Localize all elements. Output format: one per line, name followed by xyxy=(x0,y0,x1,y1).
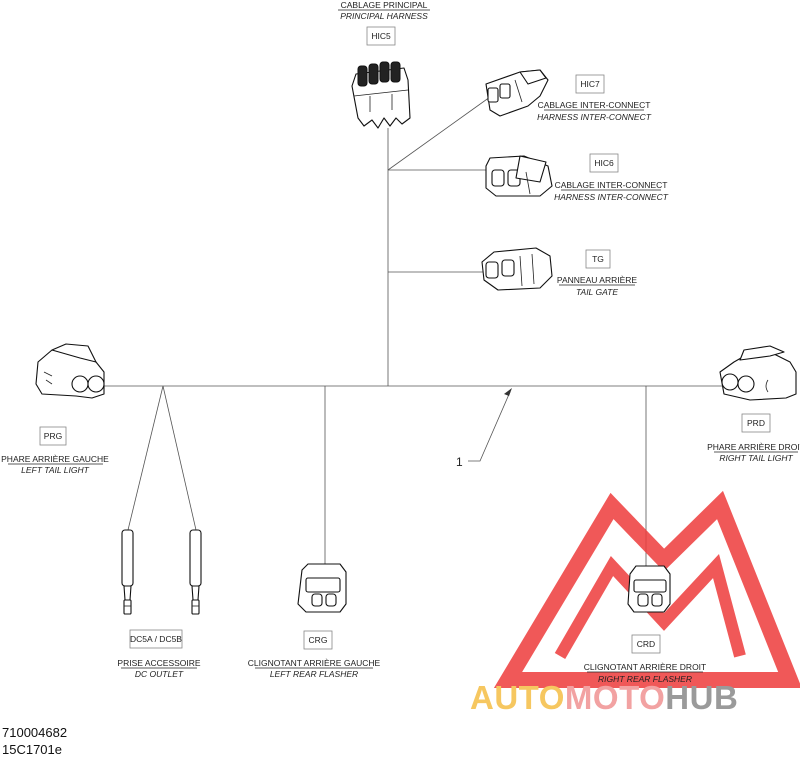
hic5-fr-label: CABLAGE PRINCIPAL xyxy=(341,0,428,10)
tg-label: TG PANNEAU ARRIÈRE TAIL GATE xyxy=(557,249,637,297)
prg-fr-label: PHARE ARRIÈRE GAUCHE xyxy=(1,454,109,464)
crg-connector-icon xyxy=(297,563,347,613)
hic7-connector-icon xyxy=(485,69,549,117)
hic7-fr-label: CABLAGE INTER-CONNECT xyxy=(538,100,651,110)
hic7-en-label: HARNESS INTER-CONNECT xyxy=(537,112,652,122)
dc-label: DC5A / DC5B PRISE ACCESSOIRE DC OUTLET xyxy=(117,629,201,679)
crg-code: CRG xyxy=(309,635,328,645)
wordmark-moto: MOTO xyxy=(565,679,665,716)
hic5-en-label: PRINCIPAL HARNESS xyxy=(340,11,428,21)
crd-code: CRD xyxy=(637,639,655,649)
harness-wires xyxy=(100,96,748,568)
hic7-label: HIC7 CABLAGE INTER-CONNECT HARNESS INTER… xyxy=(537,74,652,122)
callout-number: 1 xyxy=(456,455,463,469)
hic6-en-label: HARNESS INTER-CONNECT xyxy=(554,192,669,202)
tg-connector-icon xyxy=(481,247,553,291)
crd-fr-label: CLIGNOTANT ARRIÈRE DROIT xyxy=(584,662,706,672)
crd-connector-icon xyxy=(627,565,671,613)
dc-code: DC5A / DC5B xyxy=(130,634,182,644)
wordmark-auto: AUTO xyxy=(470,679,565,716)
tg-code: TG xyxy=(592,254,604,264)
callout-1: 1 xyxy=(456,388,512,469)
prg-en-label: LEFT TAIL LIGHT xyxy=(21,465,90,475)
hic5-code: HIC5 xyxy=(371,31,391,41)
hic5-label: CABLAGE PRINCIPAL PRINCIPAL HARNESS HIC5 xyxy=(338,0,430,46)
hic6-code: HIC6 xyxy=(594,158,614,168)
hic6-label: HIC6 CABLAGE INTER-CONNECT HARNESS INTER… xyxy=(554,153,669,202)
part-number: 710004682 xyxy=(2,725,68,740)
hic6-connector-icon xyxy=(485,155,553,197)
dc-fr-label: PRISE ACCESSOIRE xyxy=(117,658,200,668)
crd-en-label: RIGHT REAR FLASHER xyxy=(598,674,692,684)
automotohub-wordmark: AUTOMOTOHUB xyxy=(470,679,738,716)
svg-text:AUTOMOTOHUB: AUTOMOTOHUB xyxy=(470,679,738,716)
crg-fr-label: CLIGNOTANT ARRIÈRE GAUCHE xyxy=(248,658,381,668)
drawing-code: 15C1701e xyxy=(2,742,62,757)
crg-en-label: LEFT REAR FLASHER xyxy=(270,669,358,679)
prg-label: PRG PHARE ARRIÈRE GAUCHE LEFT TAIL LIGHT xyxy=(1,426,109,475)
prd-connector-icon xyxy=(719,345,797,401)
prd-label: PRD PHARE ARRIÈRE DROIT RIGHT TAIL LIGHT xyxy=(707,413,800,463)
automotohub-logo-watermark xyxy=(493,490,800,688)
hic6-fr-label: CABLAGE INTER-CONNECT xyxy=(555,180,668,190)
crd-label: CRD CLIGNOTANT ARRIÈRE DROIT RIGHT REAR … xyxy=(584,634,706,684)
hic7-code: HIC7 xyxy=(580,79,600,89)
wordmark-hub: HUB xyxy=(665,679,738,716)
tg-en-label: TAIL GATE xyxy=(576,287,618,297)
crg-label: CRG CLIGNOTANT ARRIÈRE GAUCHE LEFT REAR … xyxy=(248,630,381,679)
tg-fr-label: PANNEAU ARRIÈRE xyxy=(557,275,637,285)
dc-en-label: DC OUTLET xyxy=(135,669,184,679)
hic5-connector-icon xyxy=(351,61,411,129)
prd-en-label: RIGHT TAIL LIGHT xyxy=(719,453,793,463)
dc-outlet-pins-icon xyxy=(121,529,202,615)
prg-code: PRG xyxy=(44,431,62,441)
prd-fr-label: PHARE ARRIÈRE DROIT xyxy=(707,442,800,452)
prg-connector-icon xyxy=(35,343,105,399)
prd-code: PRD xyxy=(747,418,765,428)
